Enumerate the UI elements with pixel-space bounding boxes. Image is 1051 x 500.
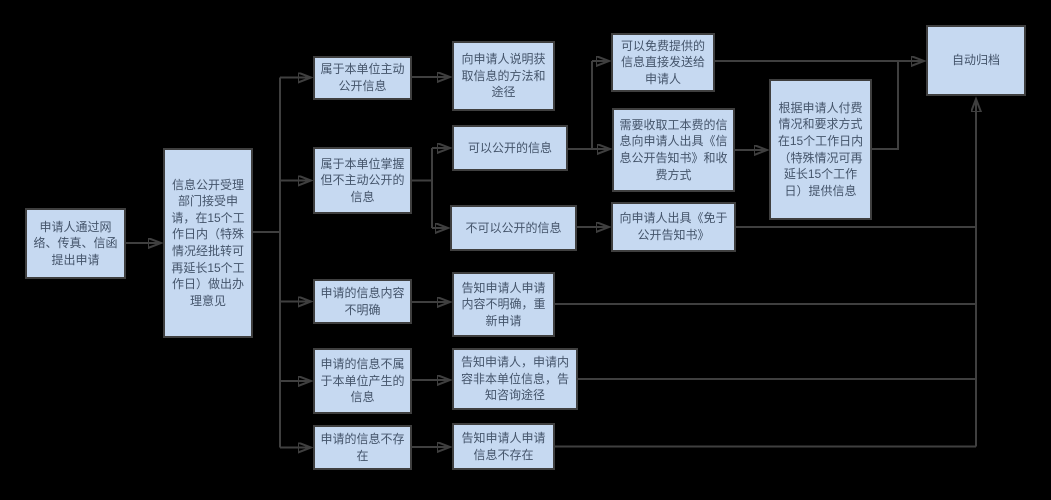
node-proactive: 属于本单位主动公开信息 <box>313 56 412 100</box>
node-apply: 申请人通过网络、传真、信函提出申请 <box>25 208 126 279</box>
node-fee-notice: 需要收取工本费的信息向申请人出具《信息公开告知书》和收费方式 <box>612 108 735 192</box>
edge-provide-join <box>872 61 899 150</box>
node-exempt-notice: 向申请人出具《免于公开告知书》 <box>611 202 736 252</box>
node-explain-method: 向申请人说明获取信息的方法和途径 <box>452 41 555 111</box>
node-not-exist: 申请的信息不存在 <box>313 425 412 470</box>
node-accept: 信息公开受理部门接受申请，在15个工作日内（特殊情况经批转可再延长15个工作日）… <box>163 148 253 338</box>
node-free-send: 可以免费提供的信息直接发送给申请人 <box>611 33 715 92</box>
node-archive: 自动归档 <box>926 25 1026 96</box>
node-provide-info: 根据申请人付费情况和要求方式在15个工作日内（特殊情况可再延长15个工作日）提供… <box>769 79 872 220</box>
node-notify-unclear: 告知申请人申请内容不明确，重新申请 <box>452 272 555 337</box>
node-held-not-proactive: 属于本单位掌握但不主动公开的信息 <box>313 147 412 214</box>
node-content-unclear: 申请的信息内容不明确 <box>313 279 412 324</box>
node-cannot-disclose: 不可以公开的信息 <box>450 205 577 251</box>
node-notify-not-unit: 告知申请人，申请内容非本单位信息，告知咨询途径 <box>452 348 578 410</box>
node-not-unit-produced: 申请的信息不属于本单位产生的信息 <box>313 348 412 414</box>
node-can-disclose: 可以公开的信息 <box>452 125 568 171</box>
node-notify-not-exist: 告知申请人申请信息不存在 <box>452 423 555 470</box>
